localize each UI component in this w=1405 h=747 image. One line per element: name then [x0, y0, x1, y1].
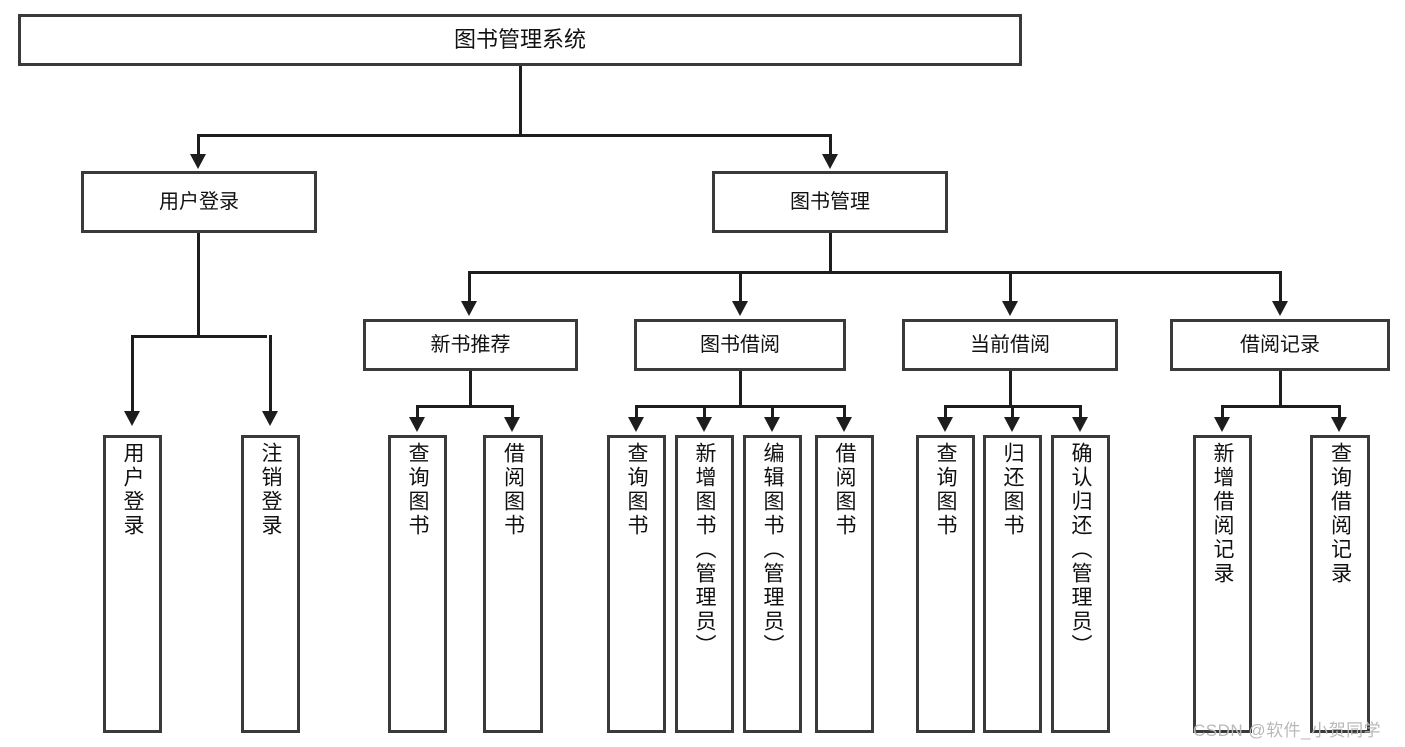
arrowhead-leaf-user-login: [124, 411, 140, 426]
node-label: 新增图书（管理员）: [693, 442, 716, 658]
connector-bm-drop-1: [468, 271, 471, 303]
leaf-borrow-book[interactable]: 借阅图书: [815, 435, 874, 733]
connector-cb-drop-2: [1011, 405, 1014, 419]
connector-book-manage-stem: [829, 233, 832, 273]
node-label: 新增借阅记录: [1211, 442, 1234, 586]
leaf-add-book[interactable]: 新增图书（管理员）: [675, 435, 734, 733]
leaf-borrow-book-recommend[interactable]: 借阅图书: [483, 435, 543, 733]
node-label: 图书借阅: [700, 333, 780, 356]
leaf-confirm-return[interactable]: 确认归还（管理员）: [1051, 435, 1110, 733]
node-label: 当前借阅: [970, 333, 1050, 356]
arrowhead-leaf-logout: [262, 411, 278, 426]
connector-book-manage-bus: [469, 271, 1281, 274]
connector-user-login-bus: [132, 335, 267, 338]
node-label: 用户登录: [121, 442, 144, 538]
arrowhead-leaf-add-record: [1214, 417, 1230, 432]
arrowhead-current-borrow: [1002, 301, 1018, 316]
node-book-borrow[interactable]: 图书借阅: [634, 319, 846, 371]
arrowhead-leaf-borrow-book-1: [504, 417, 520, 432]
leaf-query-book-borrow[interactable]: 查询图书: [607, 435, 666, 733]
leaf-logout[interactable]: 注销登录: [241, 435, 300, 733]
connector-nbr-drop-1: [416, 405, 419, 419]
connector-user-login-drop-2: [269, 335, 272, 413]
connector-bb-bus: [636, 405, 845, 408]
connector-bb-stem: [739, 371, 742, 407]
leaf-query-book-recommend[interactable]: 查询图书: [388, 435, 447, 733]
node-book-manage[interactable]: 图书管理: [712, 171, 948, 233]
arrowhead-user-login: [190, 154, 206, 169]
connector-user-login-stem: [197, 233, 200, 337]
connector-br-bus: [1222, 405, 1340, 408]
arrowhead-leaf-borrow-book-2: [836, 417, 852, 432]
arrowhead-book-manage: [822, 154, 838, 169]
connector-user-login-drop-1: [131, 335, 134, 413]
node-label: 图书管理: [790, 190, 870, 213]
arrowhead-new-book-recommend: [461, 301, 477, 316]
connector-nbr-stem: [469, 371, 472, 407]
node-label: 查询图书: [625, 442, 648, 538]
arrowhead-borrow-record: [1272, 301, 1288, 316]
leaf-query-borrow-record[interactable]: 查询借阅记录: [1310, 435, 1370, 733]
arrowhead-leaf-edit-book: [764, 417, 780, 432]
node-current-borrow[interactable]: 当前借阅: [902, 319, 1118, 371]
connector-root-drop-right: [829, 134, 832, 156]
connector-root-stem: [519, 66, 522, 136]
connector-br-drop-2: [1338, 405, 1341, 419]
node-label: 查询借阅记录: [1328, 442, 1352, 586]
leaf-query-book-current[interactable]: 查询图书: [916, 435, 975, 733]
node-label: 查询图书: [934, 442, 957, 538]
connector-root-bus: [198, 134, 832, 137]
arrowhead-leaf-query-book-2: [628, 417, 644, 432]
connector-bm-drop-2: [739, 271, 742, 303]
connector-root-drop-left: [197, 134, 200, 156]
connector-bb-drop-4: [843, 405, 846, 419]
node-label: 注销登录: [259, 442, 282, 538]
arrowhead-leaf-return-book: [1004, 417, 1020, 432]
node-label: 编辑图书（管理员）: [761, 442, 784, 658]
connector-bb-drop-2: [703, 405, 706, 419]
node-borrow-record[interactable]: 借阅记录: [1170, 319, 1390, 371]
leaf-add-borrow-record[interactable]: 新增借阅记录: [1193, 435, 1252, 733]
node-user-login[interactable]: 用户登录: [81, 171, 317, 233]
connector-bb-drop-1: [635, 405, 638, 419]
connector-br-stem: [1279, 371, 1282, 407]
node-label: 借阅图书: [501, 442, 525, 538]
connector-nbr-bus: [417, 405, 513, 408]
arrowhead-leaf-add-book: [696, 417, 712, 432]
node-root-system[interactable]: 图书管理系统: [18, 14, 1022, 66]
arrowhead-book-borrow: [732, 301, 748, 316]
node-label: 借阅记录: [1240, 333, 1320, 356]
arrowhead-leaf-query-record: [1331, 417, 1347, 432]
connector-cb-drop-3: [1079, 405, 1082, 419]
connector-bm-drop-3: [1009, 271, 1012, 303]
arrowhead-leaf-query-book-3: [937, 417, 953, 432]
arrowhead-leaf-query-book-1: [409, 417, 425, 432]
node-label: 新书推荐: [430, 333, 511, 356]
leaf-edit-book[interactable]: 编辑图书（管理员）: [743, 435, 802, 733]
connector-cb-stem: [1009, 371, 1012, 407]
connector-cb-drop-1: [944, 405, 947, 419]
node-label: 归还图书: [1001, 442, 1024, 538]
connector-bb-drop-3: [771, 405, 774, 419]
leaf-return-book[interactable]: 归还图书: [983, 435, 1042, 733]
node-label: 图书管理系统: [453, 26, 586, 52]
node-label: 确认归还（管理员）: [1069, 442, 1092, 658]
arrowhead-leaf-confirm-return: [1072, 417, 1088, 432]
node-label: 查询图书: [406, 442, 429, 538]
node-new-book-recommend[interactable]: 新书推荐: [363, 319, 578, 371]
connector-br-drop-1: [1221, 405, 1224, 419]
connector-bm-drop-4: [1279, 271, 1282, 303]
node-label: 用户登录: [159, 190, 239, 213]
connector-nbr-drop-2: [511, 405, 514, 419]
leaf-user-login[interactable]: 用户登录: [103, 435, 162, 733]
node-label: 借阅图书: [833, 442, 856, 538]
